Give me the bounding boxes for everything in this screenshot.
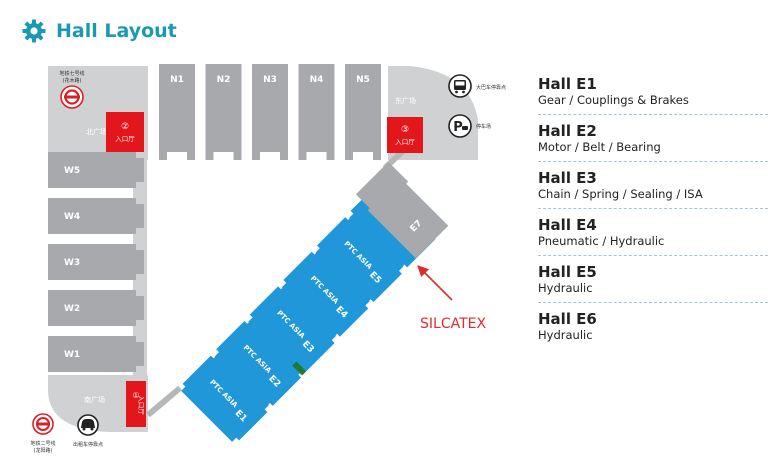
metro-bottom-icon <box>32 413 54 435</box>
parking-letter: P <box>453 120 463 135</box>
legend-hall-desc: Motor / Belt / Bearing <box>538 140 661 154</box>
hall-w1-label: W1 <box>64 350 80 360</box>
plaza-north: 北广场 <box>86 127 107 136</box>
entrance-north-num: ② <box>121 122 129 132</box>
legend-hall-name: Hall E6 <box>538 310 597 328</box>
parking-label: 停车场 <box>476 123 491 130</box>
entrance-south-num: ① <box>132 391 139 400</box>
plaza-east: 东广场 <box>395 96 416 105</box>
legend-hall-name: Hall E2 <box>538 122 597 140</box>
legend-hall-desc: Chain / Spring / Sealing / ISA <box>538 187 703 201</box>
legend-hall-name: Hall E5 <box>538 263 597 281</box>
legend-hall-desc: Hydraulic <box>538 328 593 342</box>
hall-n5-label: N5 <box>356 75 370 85</box>
metro-top-text2: (花木路) <box>63 77 82 84</box>
entrance-east[interactable]: ③ 入口厅 <box>387 117 423 153</box>
hall-n2[interactable]: N2 <box>205 64 242 160</box>
hall-n4-label: N4 <box>310 75 324 85</box>
hall-w3[interactable]: W3 <box>48 244 144 280</box>
legend-hall-desc: Gear / Couplings & Brakes <box>538 93 689 107</box>
silcatex-arrow <box>417 265 453 301</box>
parking-icon: P <box>448 114 472 138</box>
hall-e3-marker <box>292 361 307 376</box>
metro-bottom-text2: (龙阳路) <box>34 447 53 454</box>
metro-top-icon <box>60 85 84 109</box>
legend-hall-name: Hall E3 <box>538 169 597 187</box>
bus-icon <box>448 74 472 98</box>
hall-w4[interactable]: W4 <box>48 198 144 234</box>
entrance-east-label: 入口厅 <box>395 138 415 146</box>
hall-w2-label: W2 <box>64 304 80 314</box>
hall-w1[interactable]: W1 <box>48 336 144 372</box>
hall-n2-label: N2 <box>217 75 231 85</box>
hall-w2[interactable]: W2 <box>48 290 144 326</box>
hall-w4-label: W4 <box>64 212 80 222</box>
bus-label: 大巴车停靠点 <box>476 84 506 91</box>
metro-bottom-text1: 地铁二号线 <box>30 440 55 447</box>
hall-n3[interactable]: N3 <box>252 64 288 160</box>
legend-hall-desc: Pneumatic / Hydraulic <box>538 234 665 248</box>
entrance-east-num: ③ <box>401 125 409 135</box>
hall-w5[interactable]: W5 <box>48 152 144 188</box>
taxi-label: 出租车停靠点 <box>73 441 103 448</box>
hall-n1-label: N1 <box>170 75 184 85</box>
plaza-south: 南广场 <box>84 395 105 404</box>
hall-n1[interactable]: N1 <box>159 64 195 160</box>
entrance-south[interactable]: ① 入口厅 <box>126 381 146 427</box>
hall-e7-annex <box>355 161 409 215</box>
hall-n5[interactable]: N5 <box>345 64 381 160</box>
hall-w5-label: W5 <box>64 166 80 176</box>
legend-hall-name: Hall E4 <box>538 216 597 234</box>
title-text: Hall Layout <box>56 20 177 42</box>
silcatex-callout: SILCATEX <box>420 316 486 332</box>
hall-n4[interactable]: N4 <box>298 64 335 160</box>
hall-w3-label: W3 <box>64 258 80 268</box>
taxi-icon <box>77 414 99 436</box>
entrance-north-label: 入口厅 <box>115 135 135 143</box>
entrance-south-label: 入口厅 <box>137 395 145 415</box>
entrance-north[interactable]: ② 入口厅 <box>106 112 144 152</box>
legend-hall-desc: Hydraulic <box>538 281 593 295</box>
legend-hall-name: Hall E1 <box>538 75 597 93</box>
hall-n3-label: N3 <box>263 75 277 85</box>
metro-top-text1: 地铁七号线 <box>59 70 84 77</box>
page-title: Hall Layout <box>22 16 177 46</box>
gear-icon <box>22 19 46 43</box>
